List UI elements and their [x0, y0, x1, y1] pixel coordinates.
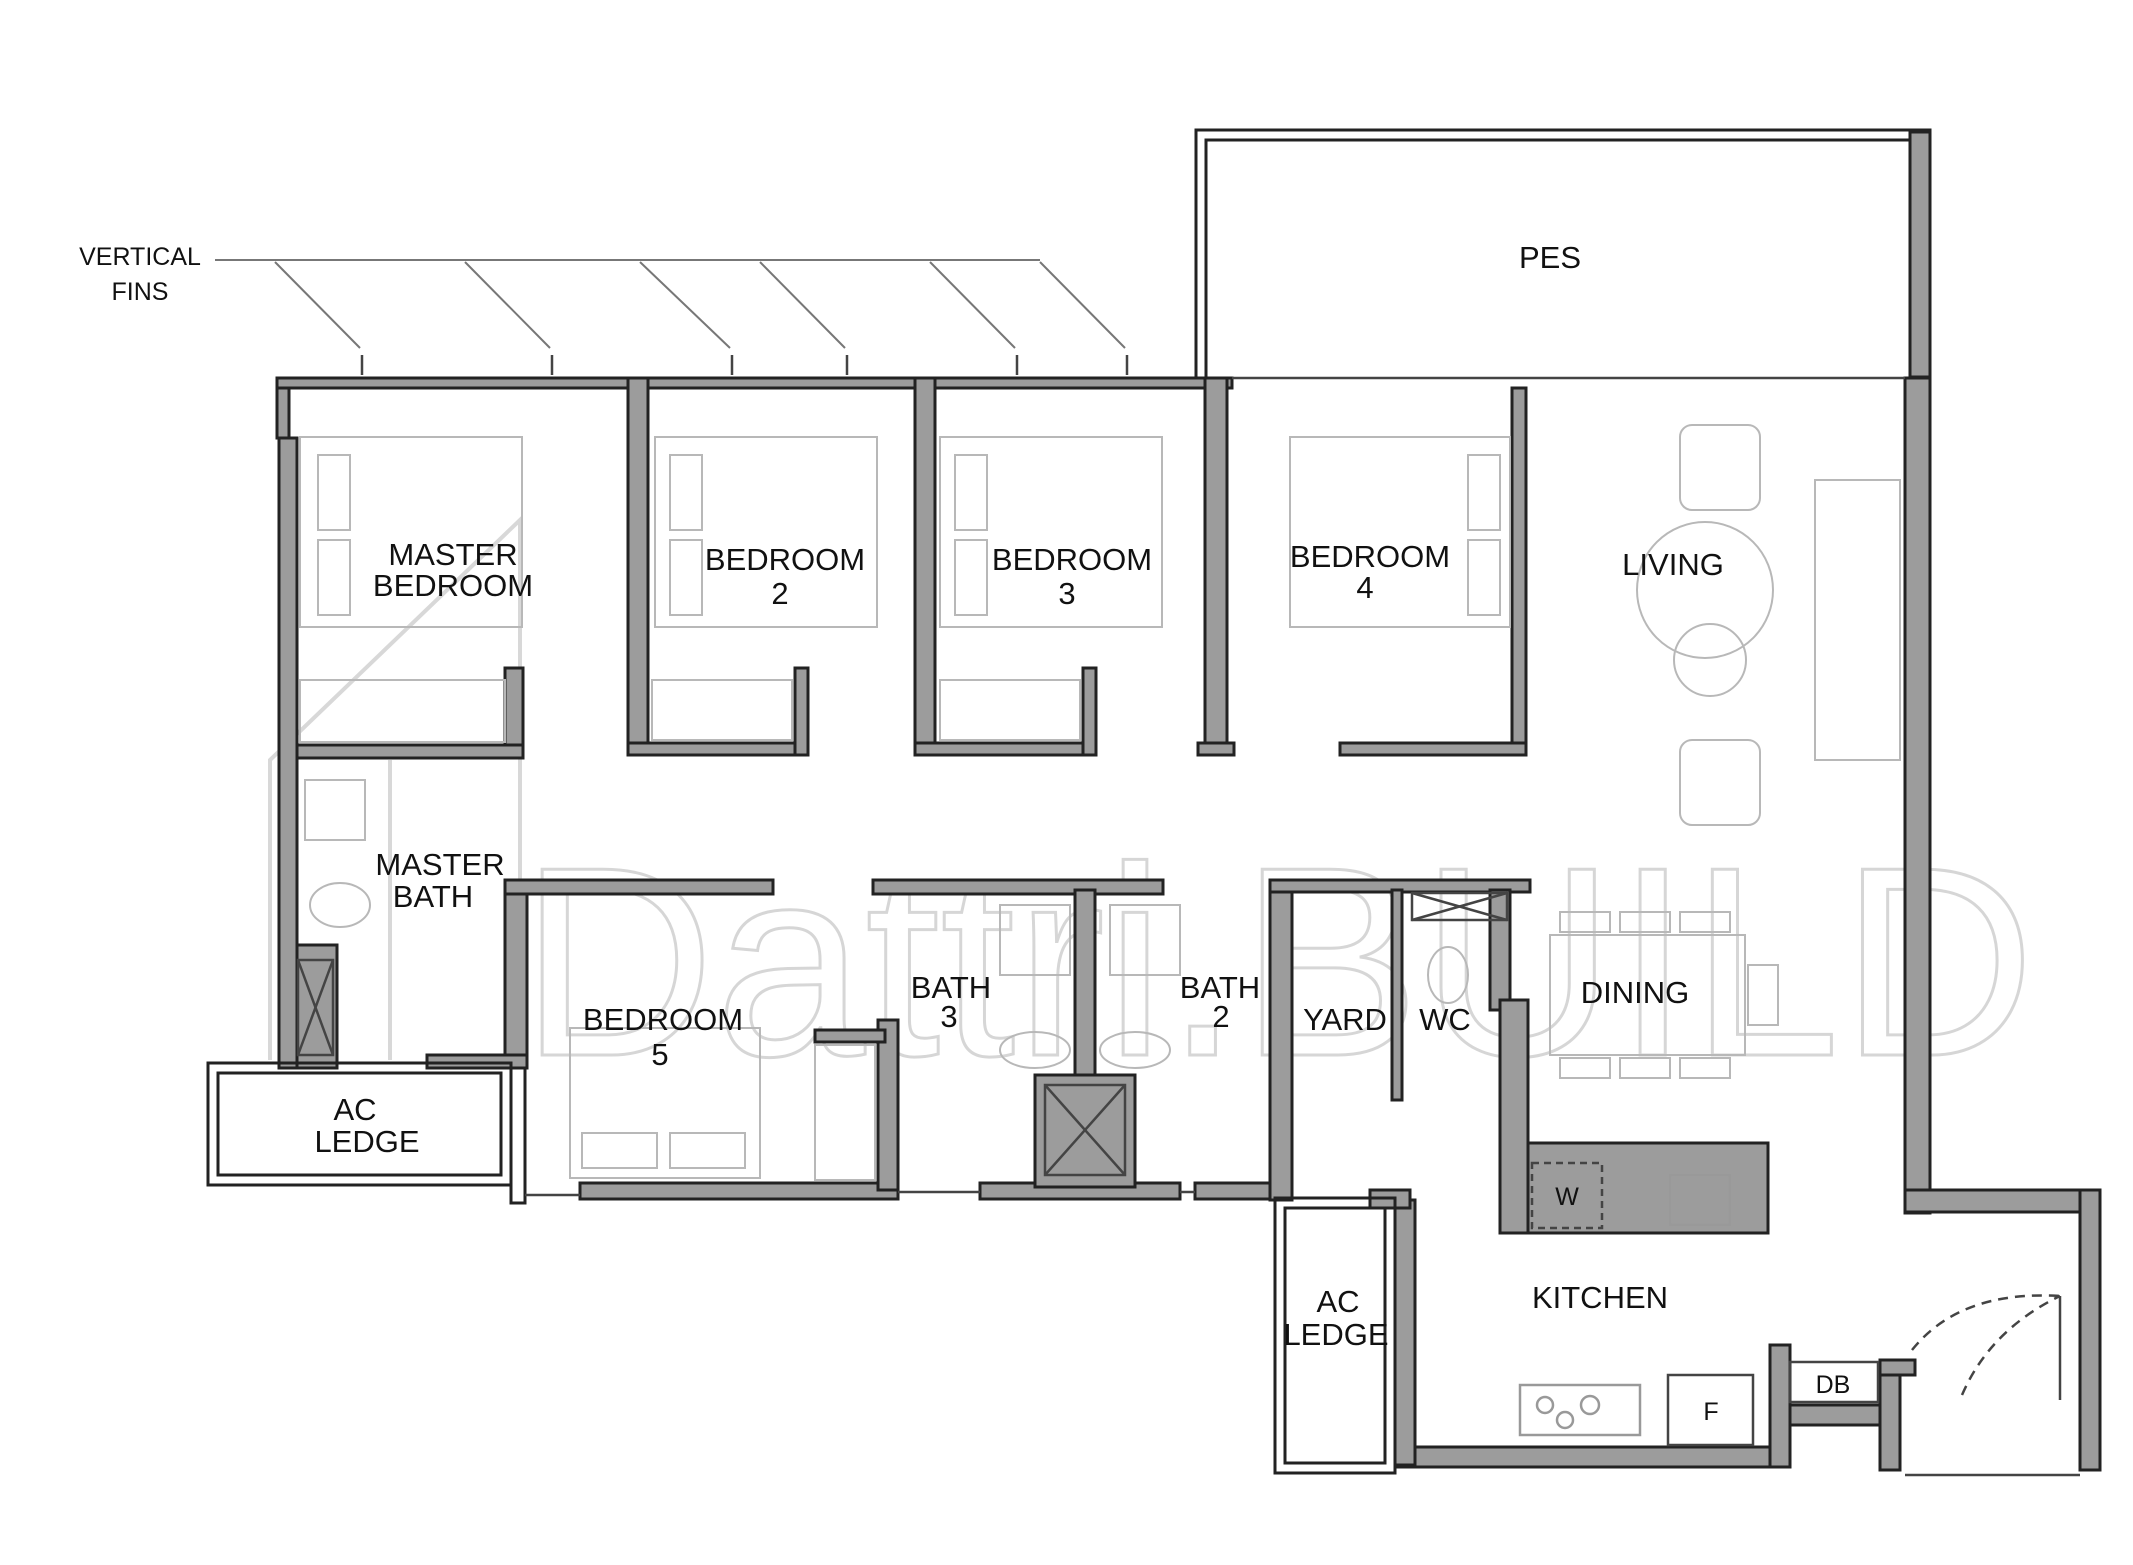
coffee-table — [1673, 623, 1747, 697]
sofa — [1814, 479, 1901, 761]
label-bath3-1: BATH — [911, 970, 991, 1005]
label-master-bedroom-1: MASTER — [388, 537, 517, 572]
bed-3 — [939, 436, 1163, 628]
label-bedroom2-2: 2 — [771, 576, 788, 611]
ac-ledge-right-outline — [1273, 1196, 1397, 1475]
db-box — [1788, 1360, 1880, 1404]
fridge — [1666, 1373, 1755, 1447]
wardrobe-2 — [651, 679, 793, 741]
bed-4 — [1289, 436, 1511, 628]
label-bedroom3-1: BEDROOM — [992, 542, 1152, 577]
windows — [525, 376, 2080, 1477]
label-kitchen: KITCHEN — [1532, 1280, 1668, 1315]
label-master-bedroom-2: BEDROOM — [373, 568, 533, 603]
washer — [1530, 1161, 1604, 1230]
bathtub-3 — [999, 904, 1071, 976]
armchair-top — [1679, 424, 1761, 511]
entrance-door — [1911, 1294, 2062, 1400]
label-bedroom5-1: BEDROOM — [583, 1002, 743, 1037]
label-ac-ledge-right-2: LEDGE — [1283, 1317, 1388, 1352]
furniture — [296, 424, 1901, 1447]
ac-ledge-left-outline — [206, 1061, 527, 1205]
shower-wc — [1410, 891, 1509, 922]
armchair-bottom — [1679, 739, 1761, 826]
vanity-2 — [1109, 904, 1181, 976]
label-db: DB — [1816, 1371, 1851, 1399]
bed-5 — [569, 1027, 761, 1179]
shower-bath — [1043, 1083, 1127, 1177]
label-wc: WC — [1419, 1002, 1471, 1037]
watermark-logo-mark — [268, 515, 522, 1060]
label-pes: PES — [1519, 240, 1581, 275]
label-bedroom3-2: 3 — [1058, 576, 1075, 611]
vanity-master — [304, 779, 366, 841]
bed-2 — [654, 436, 878, 628]
label-bath3-2: 3 — [940, 999, 957, 1034]
label-master-bath-1: MASTER — [375, 847, 504, 882]
label-bedroom4-2: 4 — [1356, 570, 1373, 605]
annotation-vertical: VERTICAL — [79, 243, 201, 271]
label-fridge: F — [1703, 1398, 1718, 1426]
label-washer: W — [1555, 1183, 1579, 1211]
label-bath2-2: 2 — [1212, 999, 1229, 1034]
label-ac-ledge-left-2: LEDGE — [314, 1124, 419, 1159]
label-living: LIVING — [1622, 547, 1724, 582]
sink-kitchen — [1668, 1173, 1732, 1227]
shower-master — [296, 958, 335, 1057]
label-bedroom2-1: BEDROOM — [705, 542, 865, 577]
wardrobe-master — [299, 679, 506, 743]
toilet-wc — [1427, 946, 1469, 1004]
label-master-bath-2: BATH — [393, 879, 473, 914]
labels: VERTICAL FINS PES MASTER BEDROOM BEDROOM… — [79, 240, 1850, 1426]
vertical-fins-leaders — [215, 259, 1129, 375]
label-bedroom5-2: 5 — [651, 1037, 668, 1072]
label-ac-ledge-right-1: AC — [1316, 1284, 1359, 1319]
label-yard: YARD — [1303, 1002, 1387, 1037]
wardrobe-3 — [939, 679, 1081, 741]
dining-table — [1549, 934, 1746, 1056]
label-bath2-1: BATH — [1180, 970, 1260, 1005]
stove — [1518, 1383, 1642, 1437]
label-dining: DINING — [1581, 975, 1690, 1010]
annotation-fins: FINS — [112, 278, 169, 306]
label-bedroom4-1: BEDROOM — [1290, 539, 1450, 574]
interior-walls — [295, 376, 1770, 1235]
toilet-master — [309, 882, 371, 928]
wardrobe-5 — [814, 1044, 876, 1181]
label-ac-ledge-left-1: AC — [333, 1092, 376, 1127]
bed-master — [299, 436, 523, 628]
